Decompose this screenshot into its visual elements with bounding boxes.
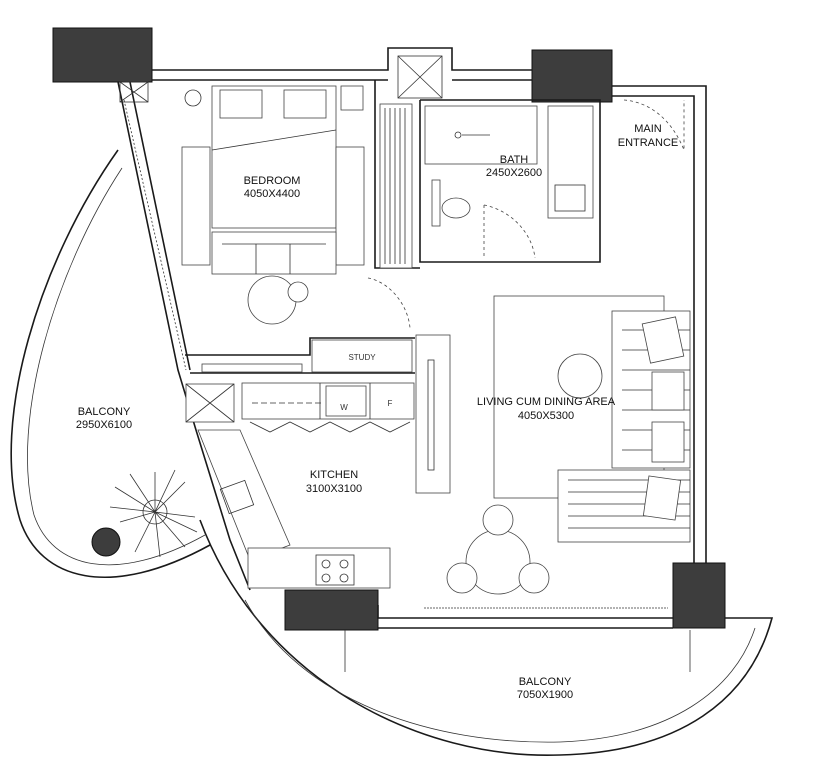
balcony-bottom: [199, 519, 774, 756]
study-label: STUDY: [348, 353, 376, 362]
bath-size: 2450X2600: [486, 167, 542, 179]
bedroom: BEDROOM 4050X4400: [181, 80, 420, 374]
nightstand-right: [335, 146, 365, 266]
cushion-2: [651, 371, 685, 411]
partition: [415, 334, 451, 494]
bedroom-name: BEDROOM: [244, 175, 301, 187]
bedroom-size: 4050X4400: [244, 188, 300, 200]
bath-name: BATH: [500, 154, 529, 166]
balcony-left-name: BALCONY: [78, 406, 131, 418]
cooktop-icon: [315, 554, 355, 586]
armchair: [247, 275, 297, 325]
study-desk: [311, 339, 413, 373]
small-plant-icon: [91, 527, 121, 557]
main-entrance: MAIN ENTRANCE: [618, 99, 685, 151]
toilet-icon: [441, 197, 471, 219]
column-bottom-right: [672, 562, 726, 629]
bath-door: [483, 204, 536, 259]
living-dining: LIVING CUM DINING AREA 4050X5300: [446, 295, 691, 595]
kitchen-size: 3100X3100: [306, 483, 362, 495]
nightstand-left: [181, 146, 211, 266]
washer-label: W: [340, 403, 348, 412]
side-table: [287, 281, 309, 303]
entrance-line2: ENTRANCE: [618, 137, 679, 149]
pillow-right: [283, 89, 327, 119]
kitchen-counter-left: [197, 429, 291, 561]
balcony-left-size: 2950X6100: [76, 419, 132, 431]
structural-columns: [52, 27, 726, 631]
toilet-tank: [431, 179, 441, 227]
outer-walls: [117, 47, 707, 629]
dining-chair-2: [446, 562, 478, 594]
shaft-top: [397, 55, 443, 99]
bedroom-door: [367, 277, 411, 329]
kitchen: W F KITCHEN 3100X3100: [185, 382, 415, 589]
cushion-3: [651, 421, 685, 463]
cushion-4: [642, 475, 682, 521]
dining-chair-3: [518, 562, 550, 594]
bedside-lamp-icon: [184, 89, 202, 107]
fridge-label: F: [388, 399, 393, 408]
entrance-door: [623, 99, 685, 151]
sink-icon: [554, 184, 586, 212]
vanity: [547, 105, 594, 219]
washer-icon: [325, 385, 367, 417]
living-name: LIVING CUM DINING AREA: [477, 396, 616, 408]
potted-plant-icon: [109, 469, 198, 558]
balcony-bottom-name: BALCONY: [519, 676, 572, 688]
tv-unit: [201, 363, 303, 373]
study: STUDY: [201, 339, 413, 373]
dining-chair-1: [482, 504, 514, 536]
column-bottom-mid: [284, 589, 379, 631]
kitchen-counter-bottom: [247, 547, 391, 589]
kitchen-sink-icon: [219, 479, 255, 515]
partition-panel: [415, 334, 451, 494]
entrance-line1: MAIN: [634, 123, 662, 135]
kitchen-name: KITCHEN: [310, 469, 358, 481]
balcony-left: [10, 149, 211, 578]
bench: [211, 231, 337, 275]
cushion-1: [641, 316, 685, 364]
column-top-left: [52, 27, 153, 83]
living-size: 4050X5300: [518, 410, 574, 422]
column-top-right: [531, 49, 613, 103]
bath: BATH 2450X2600: [419, 99, 601, 263]
balcony-bottom-size: 7050X1900: [517, 689, 573, 701]
coffee-table: [557, 353, 603, 399]
pillow-left: [219, 89, 263, 119]
